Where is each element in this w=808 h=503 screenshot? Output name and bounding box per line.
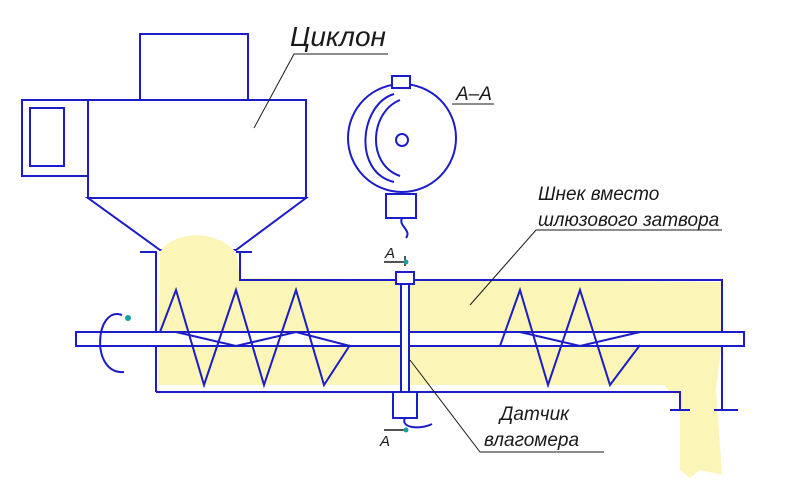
cut-marker-bottom-icon bbox=[403, 427, 409, 433]
moisture-sensor bbox=[384, 256, 433, 433]
leader-cyclone bbox=[253, 53, 388, 129]
trough-bottom bbox=[156, 391, 681, 410]
section-screw-profile bbox=[364, 93, 395, 183]
sensor-bottom-cap bbox=[392, 391, 418, 419]
leader-screw bbox=[469, 229, 722, 306]
cut-marker-top-icon bbox=[403, 259, 409, 265]
label-cyclone: Циклон bbox=[290, 21, 386, 52]
trough-left-wall bbox=[140, 251, 157, 392]
flight-left-back bbox=[175, 330, 351, 348]
sensor-cable bbox=[403, 417, 433, 429]
flight-right-back bbox=[519, 331, 641, 348]
cyclone-cone bbox=[84, 197, 310, 251]
material-fill bbox=[158, 235, 722, 478]
flight-right bbox=[499, 286, 641, 389]
section-top-cap bbox=[391, 75, 411, 89]
rotation-arrow bbox=[99, 313, 125, 374]
cyclone-top-outlet bbox=[139, 33, 249, 101]
section-shaft bbox=[395, 133, 409, 147]
section-a-a bbox=[347, 75, 457, 239]
label-cut-bottom: А bbox=[379, 433, 390, 450]
leader-sensor bbox=[409, 359, 604, 453]
flight-left bbox=[159, 286, 351, 389]
cyclone-body bbox=[87, 99, 307, 199]
label-sensor-line2: влагомера bbox=[484, 430, 579, 451]
label-screw-line1: Шнек вместо bbox=[538, 184, 659, 205]
sensor-rod bbox=[400, 283, 410, 393]
cyclone-side-inlet-window bbox=[29, 107, 65, 167]
sensor-top-cap bbox=[395, 271, 415, 285]
label-sensor-line1: Датчик bbox=[498, 404, 570, 425]
cyclone-side-inlet bbox=[21, 99, 89, 177]
section-cable bbox=[400, 217, 409, 239]
section-bottom-cap bbox=[385, 193, 417, 219]
screw-flights bbox=[159, 286, 641, 389]
label-section: А–А bbox=[455, 84, 492, 105]
rotation-indicator bbox=[99, 313, 131, 374]
rotation-arrow-tip-icon bbox=[125, 315, 131, 321]
cyclone bbox=[21, 33, 310, 251]
label-cut-top: А bbox=[384, 245, 395, 262]
label-screw-line2: шлюзового затвора bbox=[538, 210, 719, 231]
section-screw-inner bbox=[375, 99, 401, 177]
leader-lines bbox=[253, 53, 722, 453]
